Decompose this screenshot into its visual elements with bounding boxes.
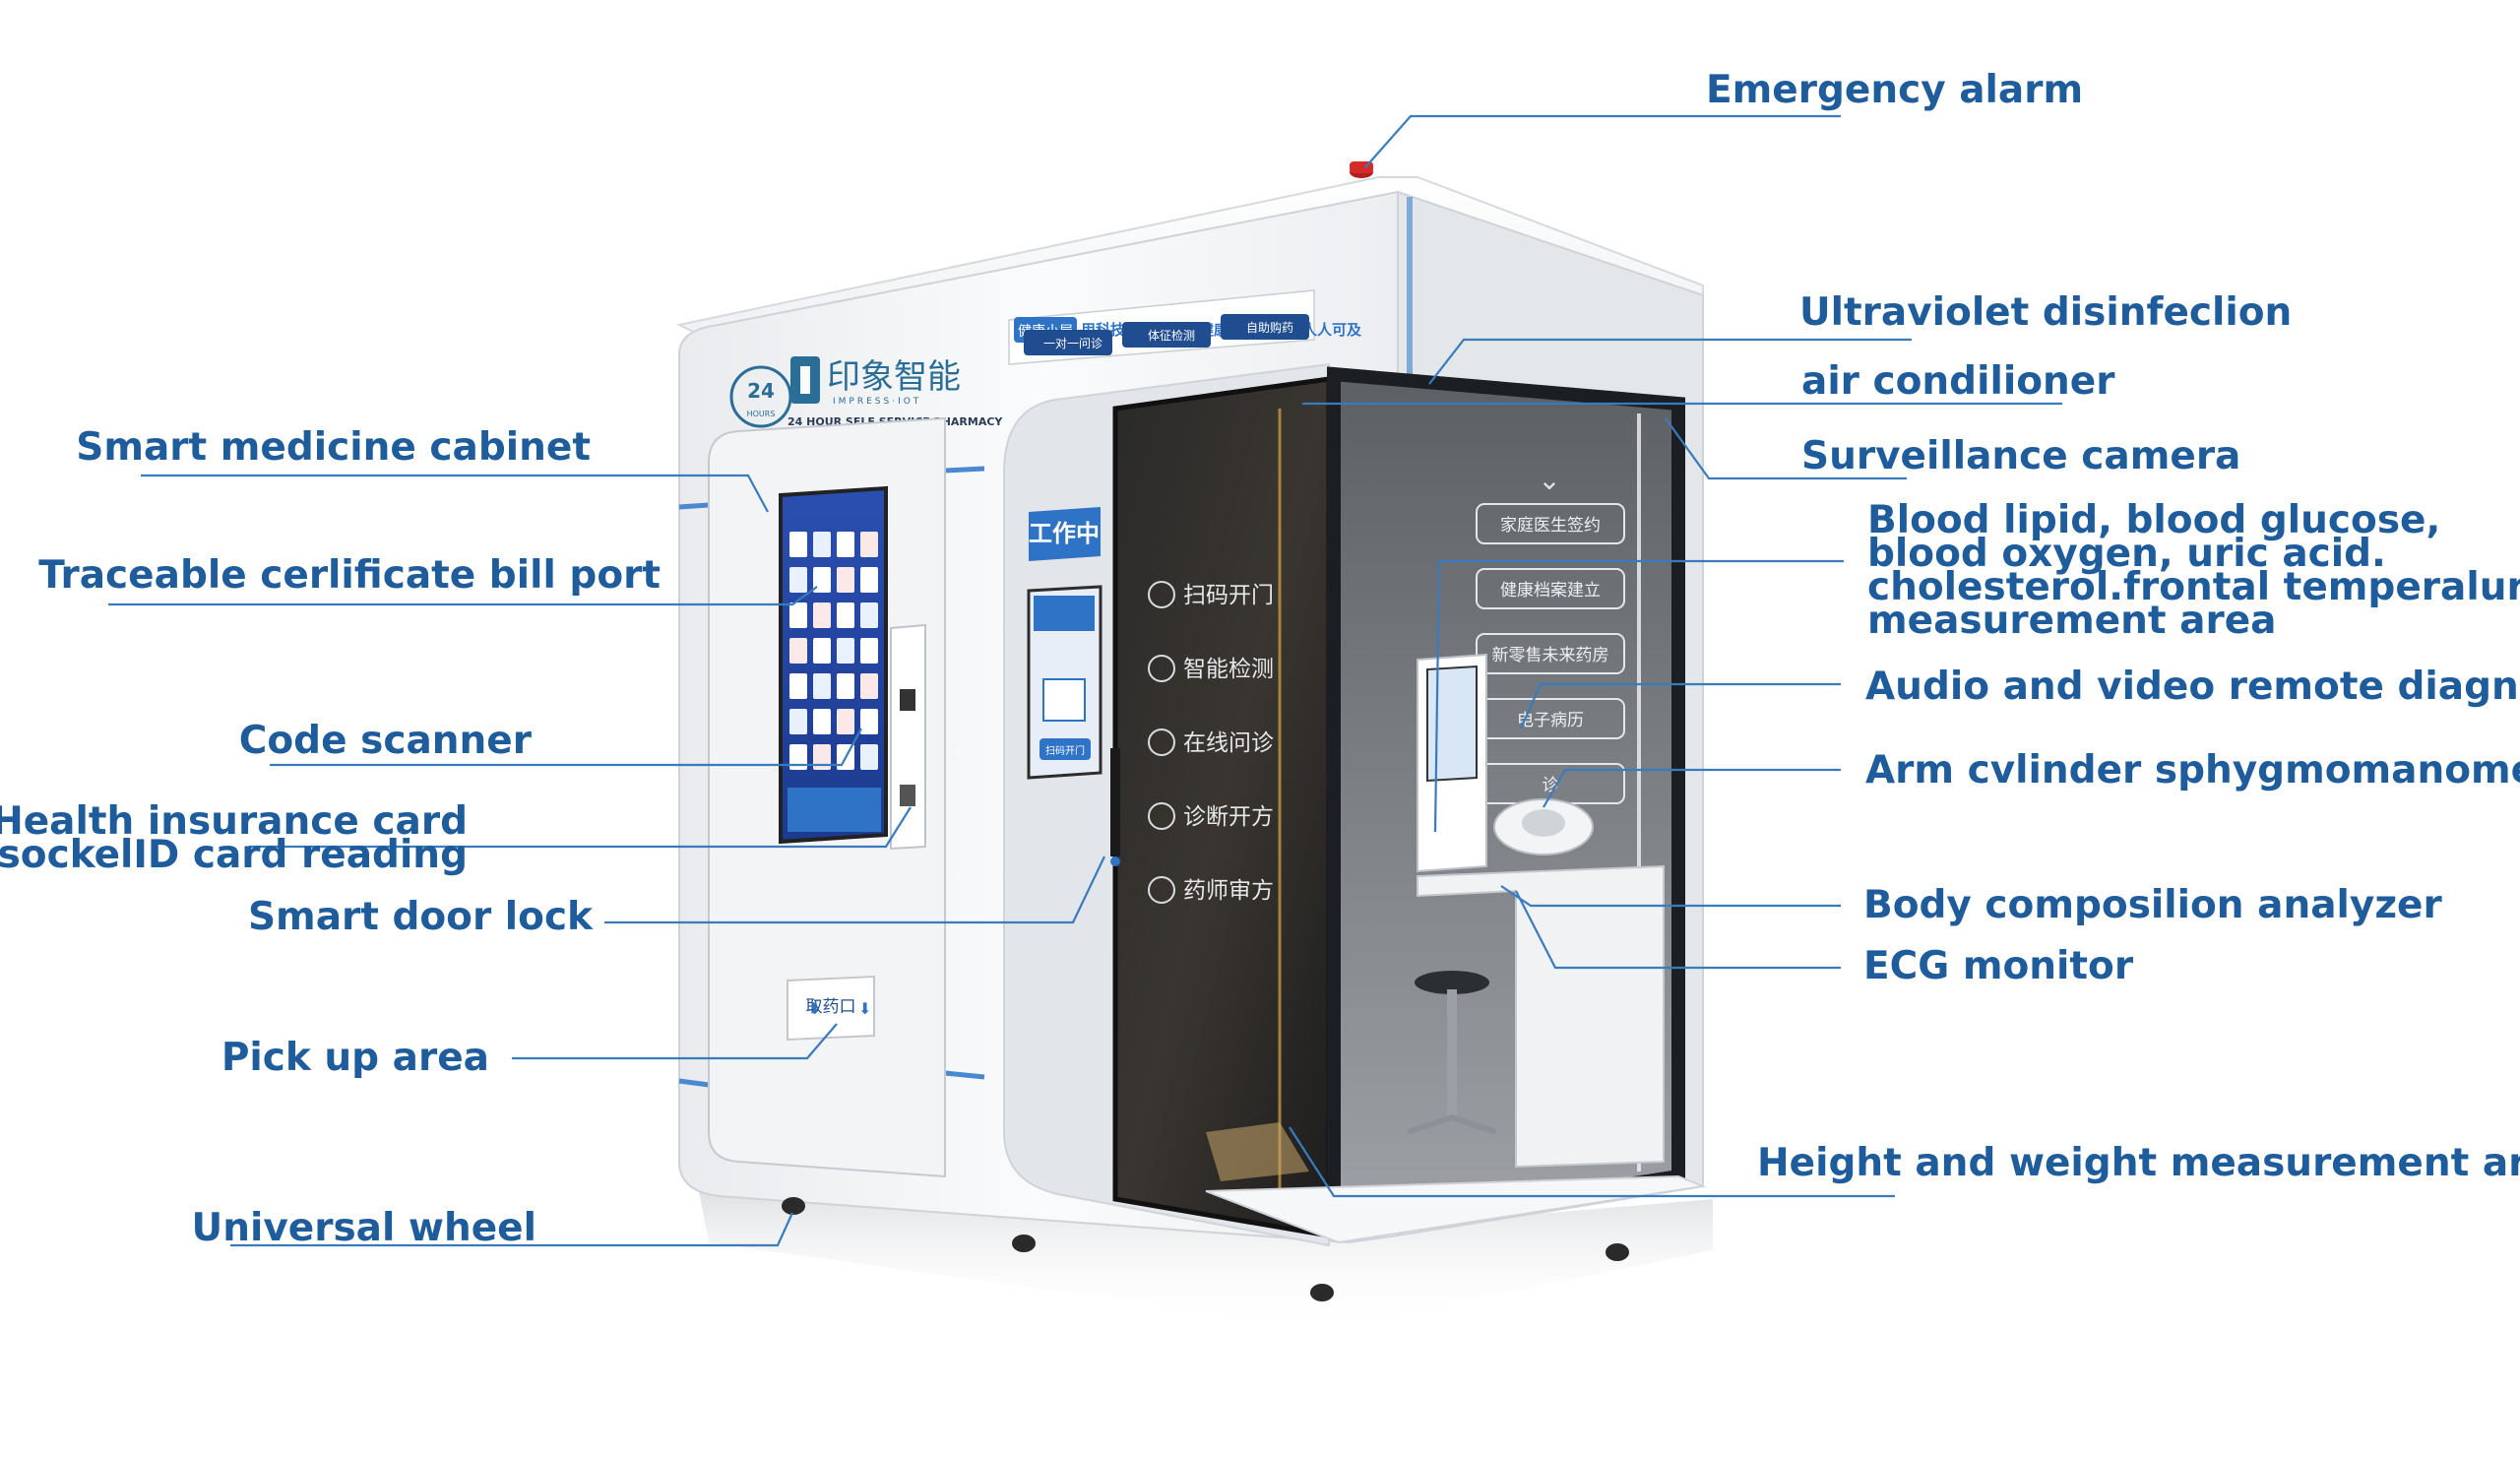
screen-tile [860, 567, 878, 593]
brand-en: IMPRESS·IOT [833, 397, 921, 407]
screen-tile [789, 567, 807, 593]
screen-tile [860, 673, 878, 699]
pickup-label: 取药口 [806, 997, 856, 1017]
cabinet-screen-tiles [788, 532, 881, 832]
screen-tile [837, 532, 854, 557]
screen-tile [860, 532, 878, 557]
callout-ecg-monitor: ECG monitor [1863, 944, 2134, 988]
door-feature: 诊断开方 [1148, 802, 1274, 830]
callout-blood-line-2: blood oxygen, uric acid. [1867, 532, 2386, 576]
callout-blood-line-1: Blood lipid, blood glucose, [1867, 498, 2441, 542]
screen-tile [813, 744, 831, 770]
kiosk-button: 扫码开门 [1045, 744, 1085, 757]
door-feature-icon [1148, 655, 1175, 682]
interior-chevron-icon: ⌄ [1538, 464, 1560, 496]
callout-air-conditioner: air condilioner [1801, 359, 2115, 404]
door-feature: 在线问诊 [1148, 728, 1274, 756]
door-feature-label: 扫码开门 [1183, 583, 1274, 608]
callout-card-reading-line-2: sockelID card reading [0, 833, 468, 877]
wall-panel-label: 新零售未来药房 [1492, 646, 1609, 665]
brand-cn: 印象智能 [827, 357, 961, 397]
screen-tile [860, 709, 878, 734]
wall-panel: 家庭医生签约 [1476, 503, 1625, 544]
screen-tile [789, 602, 807, 628]
screen-tile [837, 602, 854, 628]
wall-panel: 新零售未来药房 [1476, 633, 1625, 674]
screen-tile [860, 744, 878, 770]
door-feature: 智能检测 [1148, 655, 1274, 682]
door-feature-label: 在线问诊 [1183, 730, 1274, 756]
door-feature-icon [1148, 581, 1175, 608]
callout-emergency-alarm: Emergency alarm [1706, 68, 2084, 112]
header-button: 体征检测 [1122, 322, 1211, 348]
callout-certificate-bill-port: Traceable cerlificate bill port [38, 553, 661, 598]
header-button-label: 一对一问诊 [1043, 337, 1102, 350]
callout-blood-line-3: cholesterol.frontal temperalure [1867, 565, 2520, 609]
wall-panel-label: 健康档案建立 [1500, 581, 1601, 601]
screen-tile [837, 638, 854, 664]
callout-height-weight-area: Height and weight measurement area [1757, 1141, 2520, 1185]
callout-blood-measurement-area: Blood lipid, blood glucose, blood oxygen… [1867, 498, 2520, 643]
callout-smart-door-lock: Smart door lock [247, 895, 593, 939]
screen-tile [813, 532, 831, 557]
callout-smart-medicine-cabinet: Smart medicine cabinet [76, 425, 591, 470]
screen-tile [813, 673, 831, 699]
door-feature-icon [1148, 802, 1175, 830]
door-feature-label: 诊断开方 [1183, 804, 1274, 830]
header-button: 一对一问诊 [1024, 330, 1112, 355]
screen-tile [813, 638, 831, 664]
door-feature-label: 智能检测 [1183, 657, 1274, 682]
pickup-arrow-right-icon: ⬇ [858, 999, 871, 1018]
door-feature: 扫码开门 [1148, 581, 1274, 608]
screen-tile [813, 602, 831, 628]
header-button: 自助购药 [1221, 314, 1309, 340]
screen-tile [789, 709, 807, 734]
badge-number: 24 [747, 379, 775, 403]
wall-panel-label: 电子病历 [1517, 711, 1584, 730]
screen-tile [789, 673, 807, 699]
screen-tile [860, 602, 878, 628]
badge-word: HOURS [747, 410, 776, 418]
screen-tile [860, 638, 878, 664]
callout-ultraviolet-disinfection: Ultraviolet disinfeclion [1799, 290, 2293, 335]
screen-tile [789, 532, 807, 557]
screen-tile [837, 709, 854, 734]
screen-footer [788, 788, 881, 832]
universal-wheels [782, 1197, 1629, 1301]
callout-remote-diagnosis: Audio and video remote diagnosis [1865, 665, 2520, 709]
callout-universal-wheel: Universal wheel [191, 1206, 536, 1250]
callout-body-composition-analyzer: Body composilion analyzer [1863, 883, 2442, 927]
screen-tile [789, 744, 807, 770]
screen-tile [813, 709, 831, 734]
header-button-label: 自助购药 [1246, 320, 1293, 335]
screen-tile [813, 567, 831, 593]
pickup-arrow-left-icon: ⬇ [808, 999, 821, 1018]
callout-surveillance-camera: Surveillance camera [1801, 434, 2241, 478]
door-feature: 药师审方 [1148, 876, 1274, 904]
callout-code-scanner: Code scanner [238, 719, 532, 763]
wall-panel: 健康档案建立 [1476, 568, 1625, 609]
callout-pick-up-area: Pick up area [220, 1036, 489, 1080]
wall-panel-label: 诊 [1543, 776, 1559, 795]
header-button-label: 体征检测 [1148, 328, 1195, 343]
screen-tile [837, 567, 854, 593]
wall-panel-label: 家庭医生签约 [1500, 516, 1601, 536]
callout-blood-line-4: measurement area [1867, 599, 2277, 643]
door-feature-icon [1148, 876, 1175, 904]
screen-tile [789, 638, 807, 664]
status-sign: 工作中 [1029, 520, 1100, 547]
callout-card-reading: Health insurance card sockelID card read… [0, 799, 468, 877]
callout-card-reading-line-1: Health insurance card [0, 799, 468, 844]
door-feature-label: 药师审方 [1183, 878, 1274, 904]
callout-sphygmomanometer: Arm cvlinder sphygmomanometer [1865, 748, 2520, 792]
door-feature-icon [1148, 728, 1175, 756]
screen-tile [837, 673, 854, 699]
header-buttons: 一对一问诊 体征检测 自助购药 [1024, 314, 1309, 355]
